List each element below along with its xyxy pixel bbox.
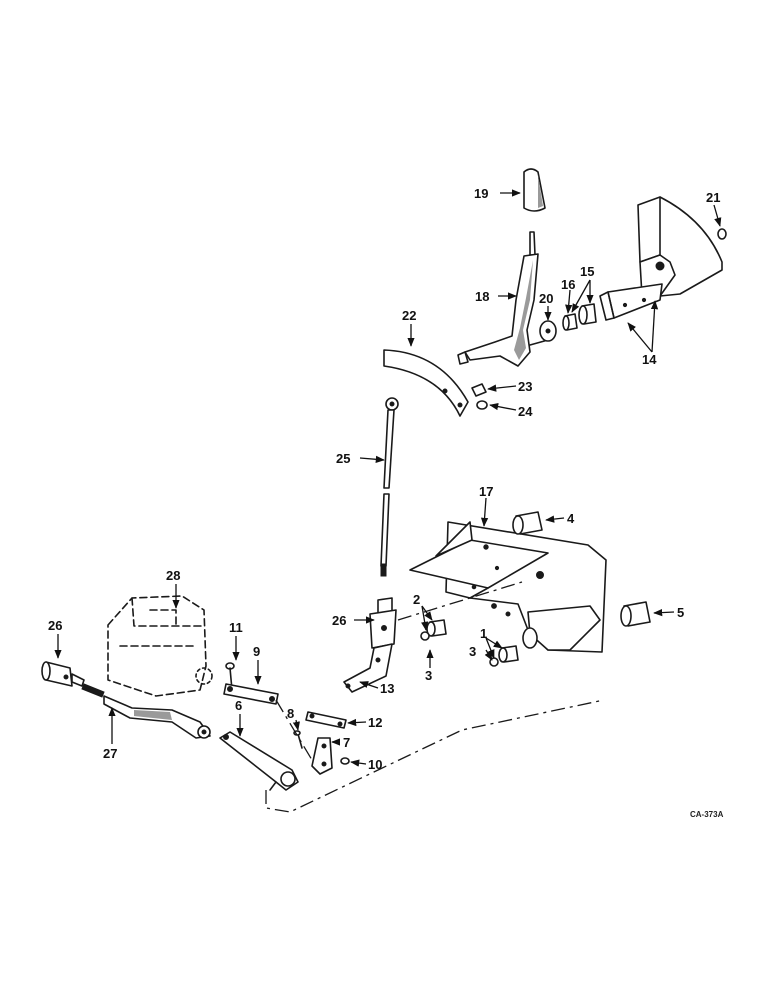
part-clevis-7	[311, 737, 333, 775]
callout-26-lower: 26	[48, 618, 62, 633]
part-clevis-and-bellcrank	[343, 597, 397, 693]
part-knob	[523, 168, 546, 212]
callout-16: 16	[561, 277, 575, 292]
callout-28: 28	[166, 568, 180, 583]
callout-4: 4	[567, 511, 575, 526]
part-clevis-26	[41, 661, 85, 687]
part-bushing-5	[620, 601, 651, 627]
callout-22: 22	[402, 308, 416, 323]
part-23	[471, 383, 487, 397]
part-nut	[717, 228, 727, 240]
callout-21: 21	[706, 190, 720, 205]
callout-5: 5	[677, 605, 684, 620]
part-link-9	[223, 683, 279, 705]
callout-2: 2	[413, 592, 420, 607]
part-lever-6	[219, 731, 299, 791]
callout-23: 23	[518, 379, 532, 394]
callout-12: 12	[368, 715, 382, 730]
callout-10: 10	[368, 757, 382, 772]
part-shift-lever	[457, 231, 549, 367]
part-mounting-plate	[409, 521, 607, 653]
part-link-12	[305, 711, 347, 729]
callout-20: 20	[539, 291, 553, 306]
leader-lines	[54, 189, 722, 767]
drawing-code: CA-373A	[690, 810, 724, 819]
callout-27: 27	[103, 746, 117, 761]
part-valve-body	[107, 595, 213, 697]
part-nut-10	[340, 757, 350, 765]
callout-19: 19	[474, 186, 488, 201]
callout-24: 24	[518, 404, 533, 419]
part-bushings-2-3	[420, 619, 519, 667]
callout-6: 6	[235, 698, 242, 713]
part-quadrant	[383, 349, 469, 417]
part-pin-8	[293, 730, 303, 749]
part-24	[476, 400, 488, 410]
callout-7: 7	[343, 735, 350, 750]
callout-9: 9	[253, 644, 260, 659]
part-bushings-15-16	[562, 303, 597, 331]
part-bushing-4	[512, 511, 543, 535]
callout-14: 14	[642, 352, 657, 367]
callout-11: 11	[229, 620, 243, 635]
callout-15: 15	[580, 264, 594, 279]
callout-3-upper: 3	[425, 668, 432, 683]
callout-3-lower: 3	[469, 644, 476, 659]
callout-8: 8	[287, 706, 294, 721]
callout-17: 17	[479, 484, 493, 499]
callout-13: 13	[380, 681, 394, 696]
part-rod-27	[81, 683, 211, 739]
part-control-rod	[380, 397, 399, 577]
callout-1: 1	[480, 626, 487, 641]
callout-18: 18	[475, 289, 489, 304]
callout-26-upper: 26	[332, 613, 346, 628]
callout-25: 25	[336, 451, 350, 466]
callout-labels: 19 21 15 16 20 18 14 22 23 24 25 17 4 5 …	[48, 186, 724, 819]
part-quadrant-bracket	[599, 196, 723, 321]
